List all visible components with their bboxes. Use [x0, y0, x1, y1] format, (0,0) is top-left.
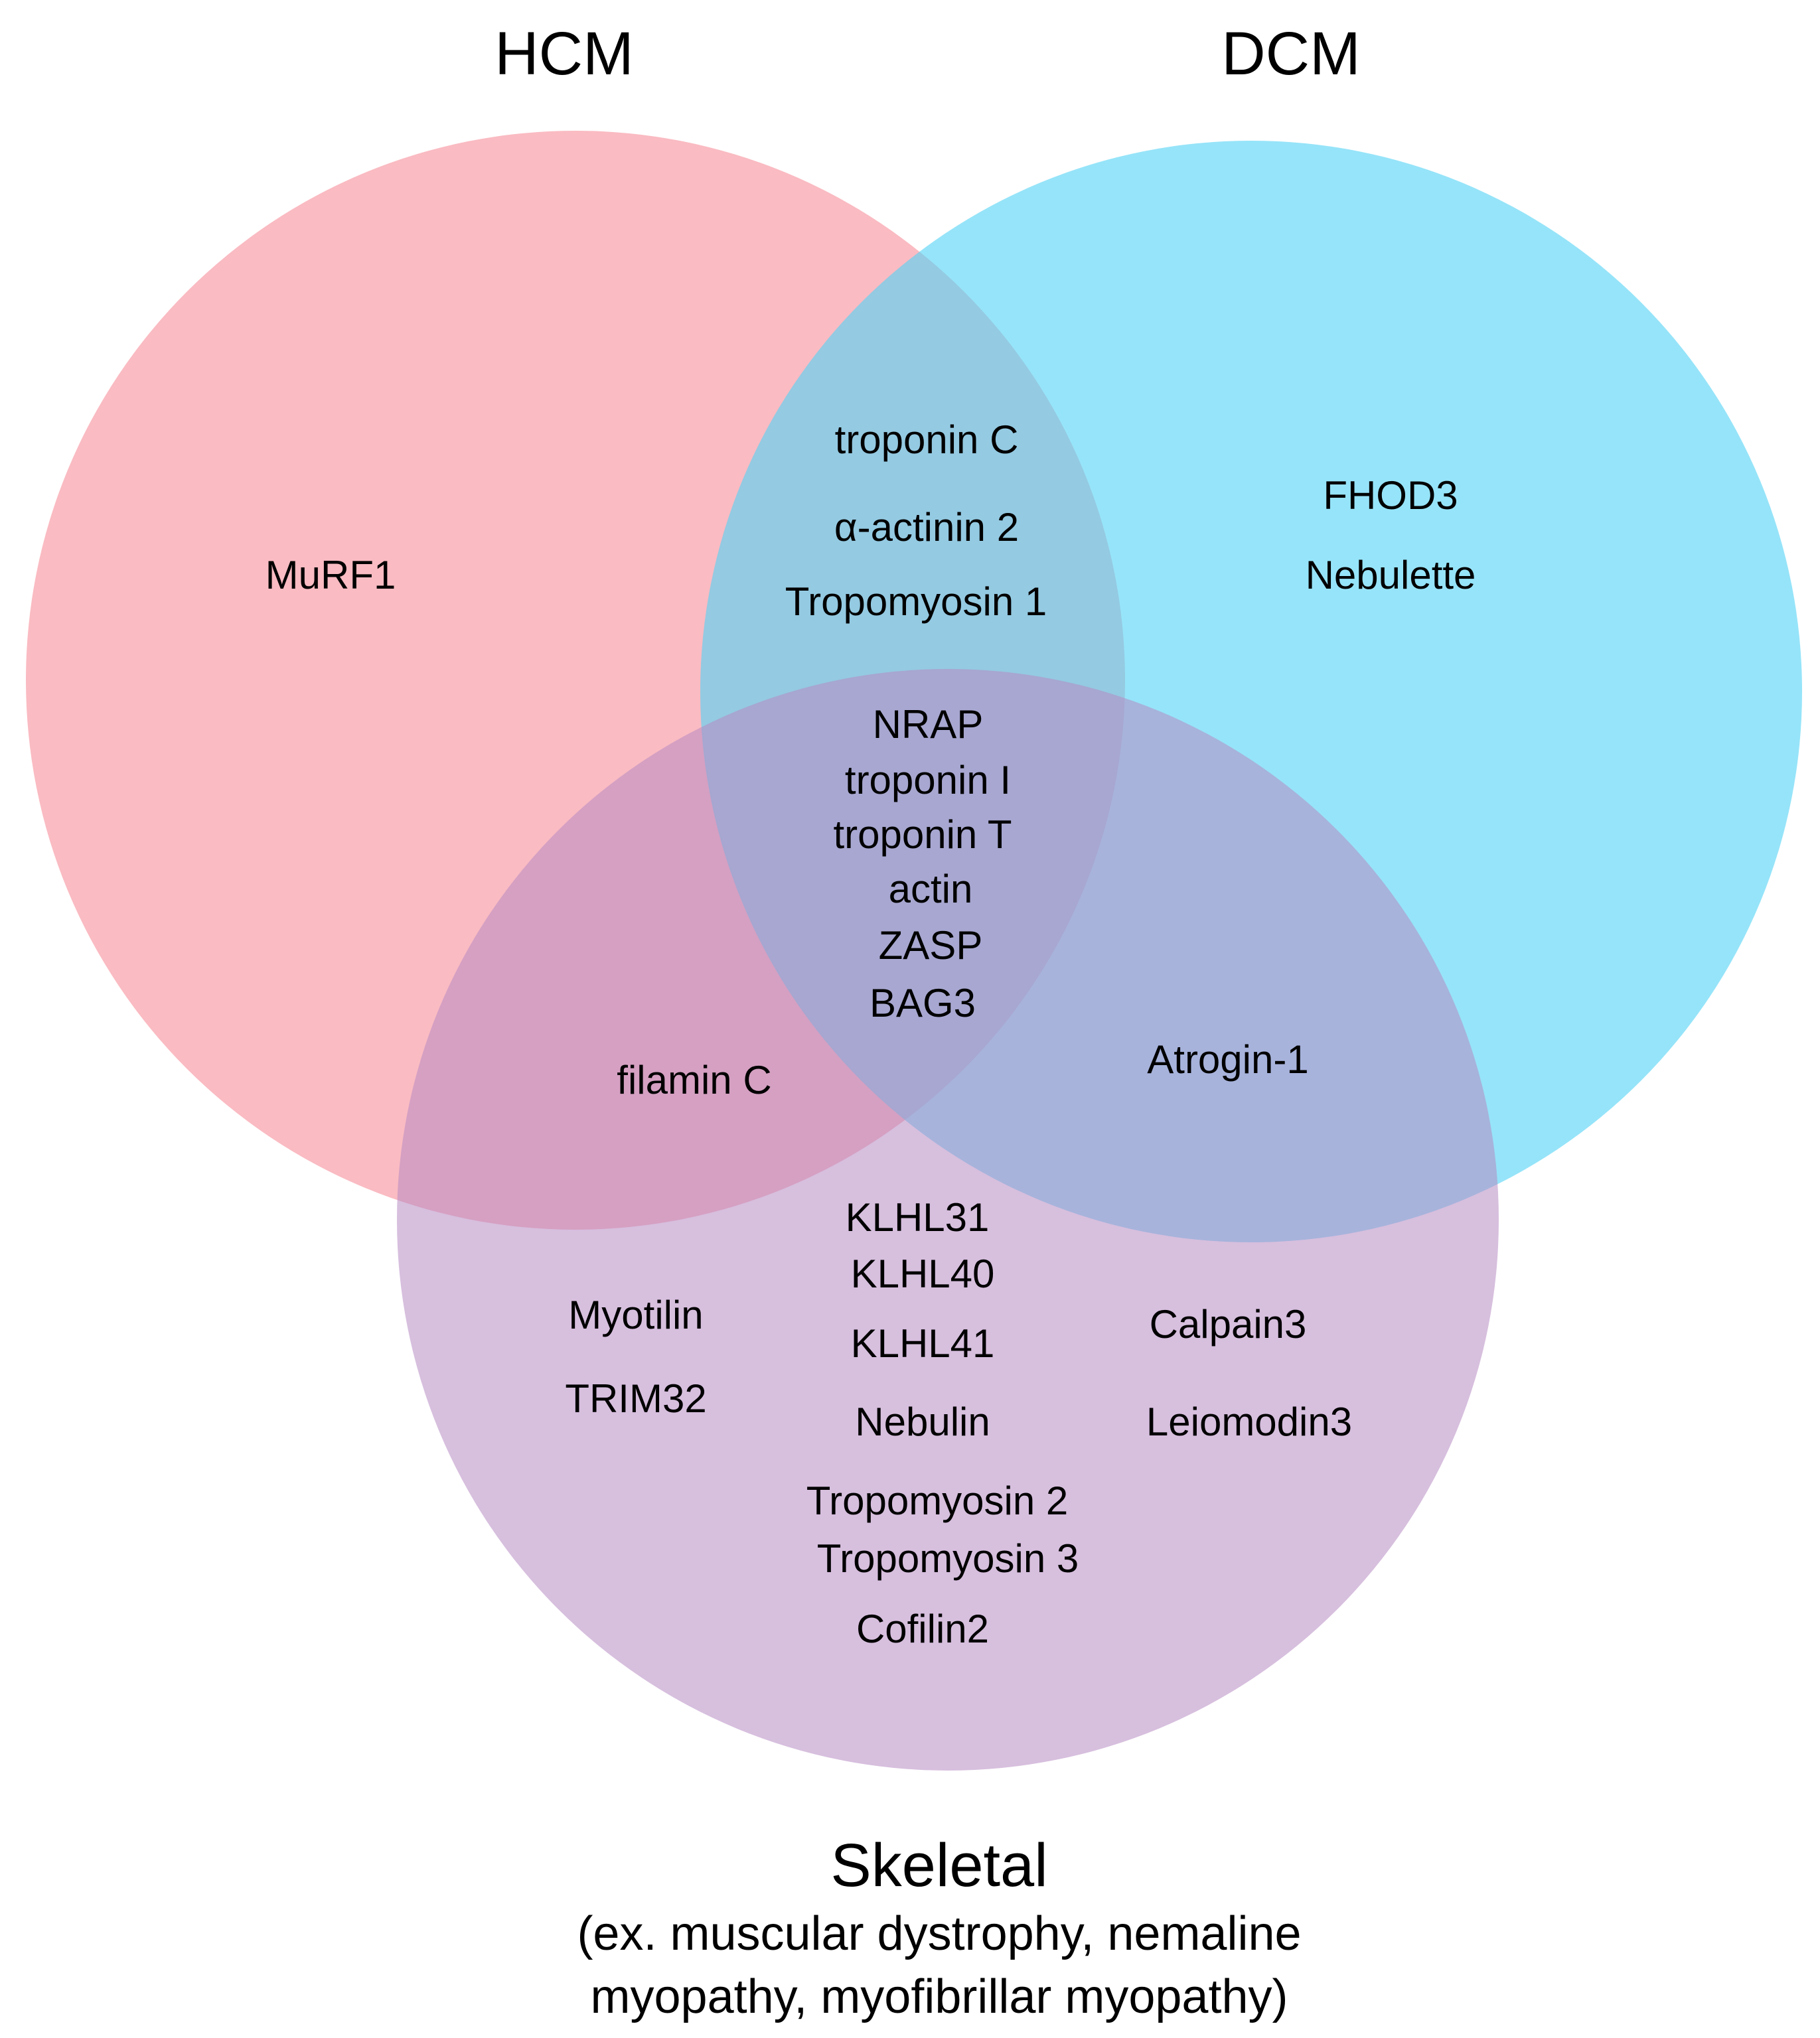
- region-item: KLHL41: [851, 1321, 995, 1366]
- skeletal-description-line2: myopathy, myofibrillar myopathy): [591, 1970, 1288, 2023]
- region-item: α-actinin 2: [834, 505, 1019, 549]
- region-item: actin: [889, 867, 973, 911]
- region-item: MuRF1: [265, 553, 396, 597]
- region-item: Leiomodin3: [1146, 1400, 1352, 1444]
- region-item: Tropomyosin 2: [806, 1479, 1069, 1523]
- region-item: Myotilin: [568, 1293, 703, 1337]
- region-item: Tropomyosin 1: [785, 579, 1047, 624]
- hcm-title: HCM: [494, 20, 634, 88]
- region-item: troponin C: [835, 417, 1019, 462]
- region-item: ZASP: [879, 923, 983, 968]
- skeletal-description-line1: (ex. muscular dystrophy, nemaline: [577, 1907, 1301, 1960]
- region-item: FHOD3: [1323, 473, 1458, 518]
- region-item: Nebulette: [1306, 553, 1476, 597]
- region-item: NRAP: [873, 702, 984, 747]
- region-item: Tropomyosin 3: [817, 1536, 1079, 1581]
- region-item: filamin C: [617, 1058, 771, 1102]
- region-item: troponin I: [845, 758, 1011, 802]
- region-item: Cofilin2: [856, 1607, 989, 1651]
- region-item: Atrogin-1: [1147, 1037, 1308, 1082]
- region-item: troponin T: [833, 812, 1012, 857]
- region-item: Calpain3: [1150, 1302, 1307, 1347]
- dcm-title: DCM: [1221, 20, 1361, 88]
- skeletal-title: Skeletal: [830, 1832, 1047, 1899]
- skeletal-circle: [397, 669, 1499, 1771]
- region-item: BAG3: [870, 981, 976, 1025]
- region-item: KLHL40: [851, 1252, 995, 1296]
- region-item: Nebulin: [855, 1400, 990, 1444]
- region-item: KLHL31: [846, 1195, 990, 1240]
- region-item: TRIM32: [565, 1376, 706, 1421]
